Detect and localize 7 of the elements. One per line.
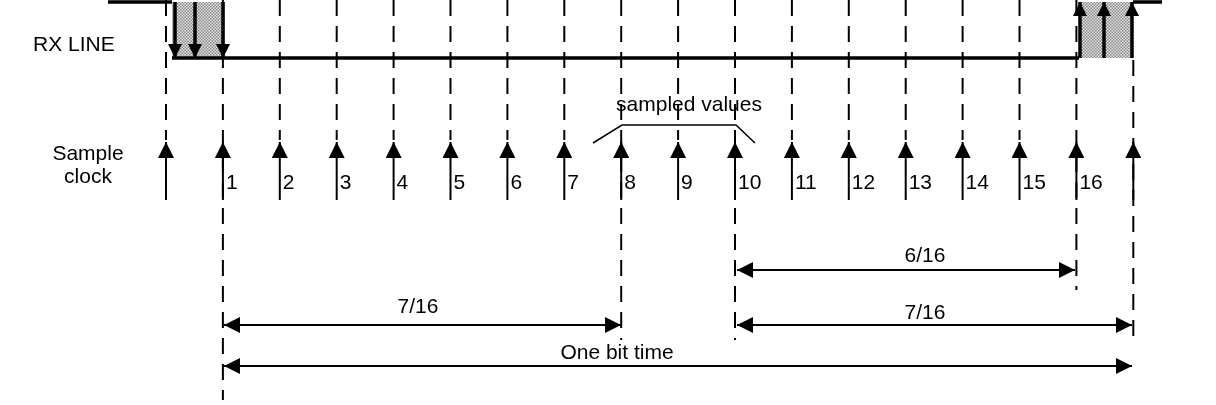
signal-name: RX LINE	[33, 32, 115, 56]
annotation-text: sampled values	[616, 92, 762, 116]
signal-name: Sample clock	[51, 141, 125, 188]
dimension-text: 7/16	[397, 294, 439, 318]
dimension-text: One bit time	[560, 340, 674, 364]
dimension-text: 6/16	[904, 243, 946, 267]
dimension-text: 7/16	[904, 300, 946, 324]
